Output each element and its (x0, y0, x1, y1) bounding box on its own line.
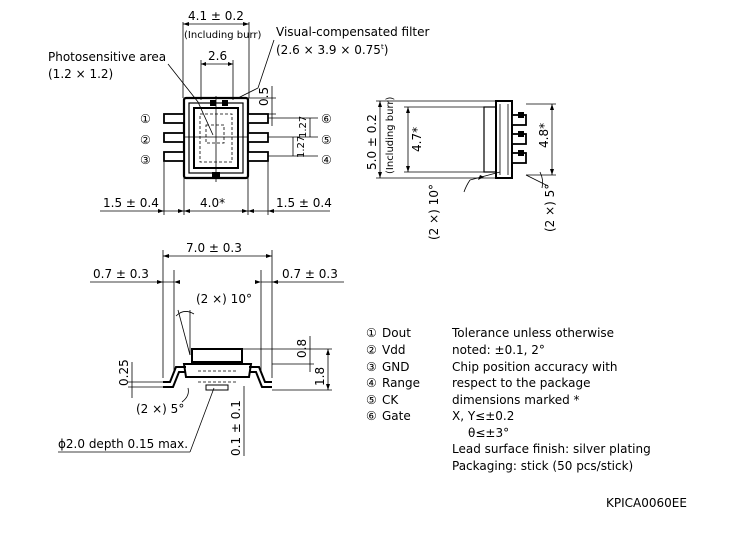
note-line: θ≤±3° (468, 426, 509, 440)
drawing-code: KPICA0060EE (606, 496, 687, 510)
top-view: 4.1 ± 0.2 (Including burr) 2.6 Visual-co… (48, 9, 429, 215)
front-view: 7.0 ± 0.3 0.7 ± 0.3 0.7 ± 0.3 (2 ×) 10° (58, 241, 344, 456)
pitch-dim-2: 1.27 (296, 136, 307, 158)
right-lead-dim: 1.5 ± 0.4 (276, 196, 332, 210)
pin-table-num: ② (366, 343, 377, 357)
note-line: noted: ±0.1, 2° (452, 343, 545, 357)
dim-0-8: 0.8 (295, 339, 309, 358)
pin-number-6: ⑥ (321, 112, 332, 126)
pin-table-name: Gate (382, 409, 411, 423)
note-line: dimensions marked * (452, 393, 580, 407)
pin-table-num: ① (366, 326, 377, 340)
note-line: Tolerance unless otherwise (451, 326, 614, 340)
top-width-note: (Including burr) (184, 30, 262, 41)
inner-width-dim: 2.6 (208, 49, 227, 63)
side-angle-left: (2 ×) 10° (427, 184, 441, 240)
photo-size: (1.2 × 1.2) (48, 67, 113, 81)
pin-number-2: ② (140, 133, 151, 147)
pin-table-num: ③ (366, 360, 377, 374)
pin-table: ① Dout ② Vdd ③ GND ④ Range ⑤ CK ⑥ Gate (366, 326, 420, 423)
standoff-dim: 0.1 ± 0.1 (229, 400, 243, 456)
photo-label: Photosensitive area (48, 50, 166, 64)
pin-table-name: GND (382, 360, 410, 374)
pin-number-4: ④ (321, 153, 332, 167)
front-angle-top: (2 ×) 10° (196, 292, 252, 306)
front-left-lead-dim: 0.7 ± 0.3 (93, 267, 149, 281)
dim-0-25: 0.25 (117, 359, 131, 386)
filter-label: Visual-compensated filter (276, 25, 429, 39)
note-line: respect to the package (452, 376, 590, 390)
side-height-note: (Including burr) (385, 96, 396, 174)
front-angle-bottom: (2 ×) 5° (136, 402, 184, 416)
note-line: Lead surface finish: silver plating (452, 442, 651, 456)
pin-number-5: ⑤ (321, 133, 332, 147)
pin-table-name: Vdd (382, 343, 405, 357)
body-width-dim: 4.0* (200, 196, 225, 210)
pin-number-3: ③ (140, 153, 151, 167)
pin-table-name: Dout (382, 326, 411, 340)
side-height-dim: 5.0 ± 0.2 (365, 114, 379, 170)
pin-table-name: CK (382, 393, 399, 407)
note-line: X, Y≤±0.2 (452, 409, 514, 423)
filter-size: (2.6 × 3.9 × 0.75t) (276, 43, 388, 57)
tolerance-notes: Tolerance unless otherwise noted: ±0.1, … (451, 326, 651, 473)
front-width-dim: 7.0 ± 0.3 (186, 241, 242, 255)
side-inner-dim: 4.7* (410, 127, 424, 152)
front-right-lead-dim: 0.7 ± 0.3 (282, 267, 338, 281)
left-lead-dim: 1.5 ± 0.4 (103, 196, 159, 210)
side-view: 5.0 ± 0.2 (Including burr) 4.7* 4.8* (2 … (365, 96, 557, 240)
note-line: Chip position accuracy with (452, 360, 618, 374)
package-body-front (191, 348, 243, 363)
side-angle-right: (2 ×) 5° (543, 184, 557, 232)
hole-note: ϕ2.0 depth 0.15 max. (58, 437, 188, 451)
photosensitive-area (205, 124, 225, 144)
note-line: Packaging: stick (50 pcs/stick) (452, 459, 633, 473)
dim-0-5: 0.5 (257, 87, 271, 106)
pin-table-num: ⑥ (366, 409, 377, 423)
pitch-dim-1: 1.27 (298, 116, 309, 138)
dim-1-8: 1.8 (313, 367, 327, 386)
package-body-side (495, 100, 513, 179)
pin-table-name: Range (382, 376, 420, 390)
pin-table-num: ④ (366, 376, 377, 390)
lead-span-dim: 4.8* (537, 123, 551, 148)
pin-number-1: ① (140, 112, 151, 126)
top-width-dim: 4.1 ± 0.2 (188, 9, 244, 23)
pin-table-num: ⑤ (366, 393, 377, 407)
